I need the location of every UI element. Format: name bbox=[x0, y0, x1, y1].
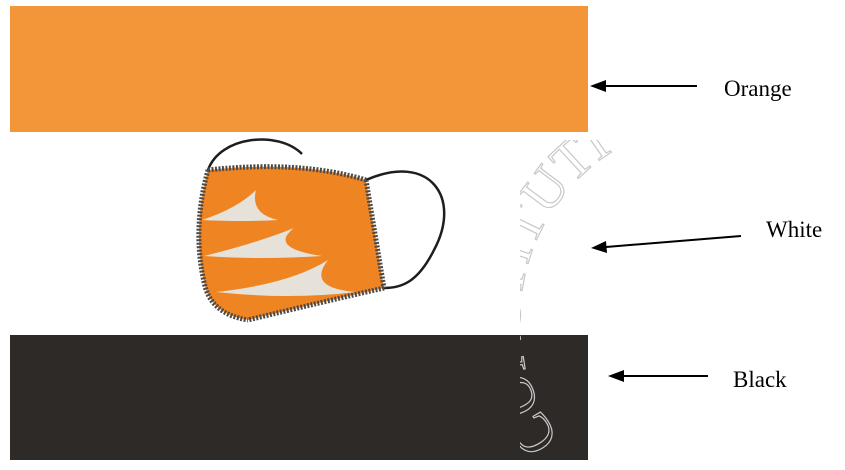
black-band bbox=[10, 335, 588, 460]
white-band bbox=[10, 132, 588, 335]
mask-body bbox=[199, 167, 384, 320]
black-label: Black bbox=[733, 368, 787, 391]
orange-label: Orange bbox=[724, 77, 792, 100]
face-mask-illustration bbox=[10, 132, 588, 335]
black-callout-arrow bbox=[608, 370, 708, 382]
white-label: White bbox=[766, 218, 822, 241]
white-callout-arrow bbox=[591, 236, 741, 253]
orange-band bbox=[10, 6, 588, 132]
orange-callout-arrow bbox=[590, 80, 697, 92]
